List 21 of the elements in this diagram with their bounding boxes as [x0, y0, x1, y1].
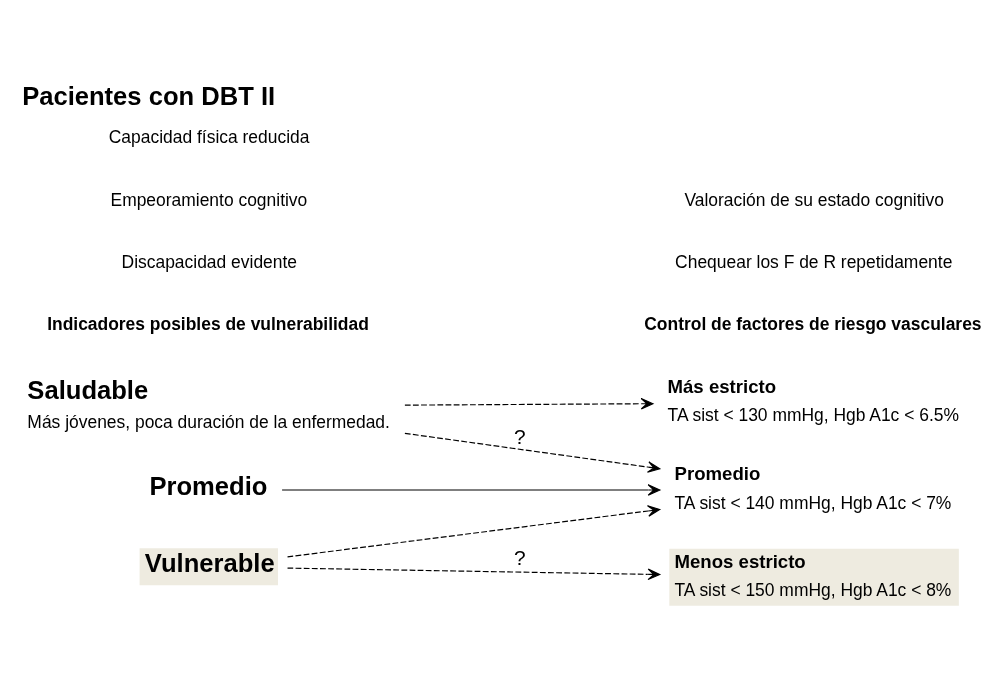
arrow [404, 397, 654, 410]
label: Indicadores posibles de vulnerabilidad [47, 314, 369, 335]
label: Chequear los F de R repetidamente [675, 252, 953, 273]
label: Capacidad física reducida [108, 126, 310, 147]
node-text: Promedio [149, 472, 268, 501]
node-box: Menos estricto TA sist < 150 mmHg, Hgb A1c < 8% [669, 548, 959, 606]
arrow [286, 505, 661, 558]
diagram-title: Pacientes con DBT II [22, 81, 276, 110]
label: Empeoramiento cognitivo [110, 189, 308, 210]
arrow [404, 432, 661, 473]
arrow [281, 484, 661, 496]
label: Discapacidad evidente [121, 252, 298, 273]
node-text: Promedio TA sist < 140 mmHg, Hgb A1c < 7% [674, 463, 952, 513]
edge-label: ? [514, 545, 526, 569]
edge-label: ? [514, 424, 526, 448]
arrow [286, 567, 661, 581]
label: Control de factores de riesgo vasculares [644, 314, 982, 335]
node-box: Vulnerable [139, 548, 278, 586]
node-text: Más estricto TA sist < 130 mmHg, Hgb A1c < 6.5% [667, 376, 959, 426]
label: Valoración de su estado cognitivo [684, 189, 944, 210]
node-text: Saludable Más jóvenes, poca duración de la enfermedad. [27, 375, 390, 433]
